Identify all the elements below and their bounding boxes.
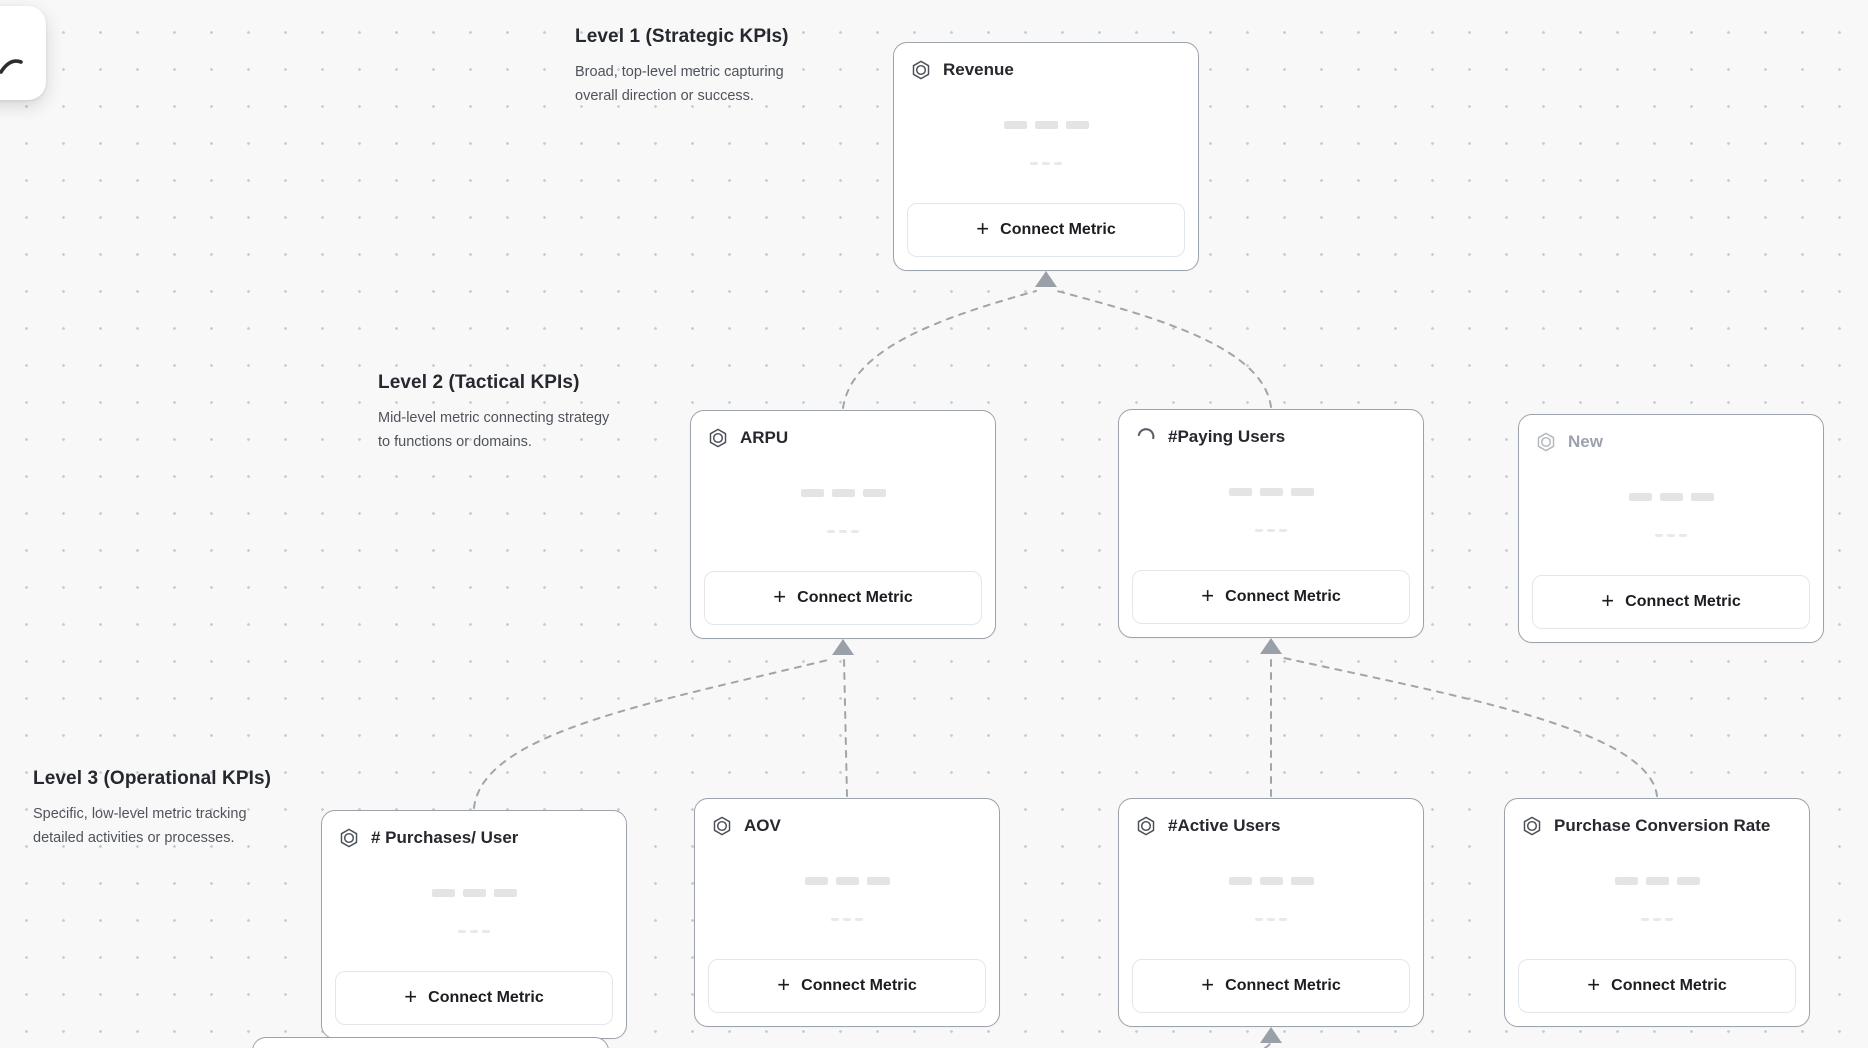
connect-metric-label: Connect Metric bbox=[801, 977, 917, 994]
arrowhead-paying-users bbox=[1260, 638, 1282, 654]
plus-icon: + bbox=[404, 984, 418, 1009]
connect-metric-label: Connect Metric bbox=[1625, 593, 1741, 610]
level-2-description: Mid-level metric connecting strategy to … bbox=[378, 410, 610, 450]
skeleton-placeholder bbox=[695, 877, 999, 885]
skeleton-placeholder bbox=[695, 918, 999, 921]
plus-icon: + bbox=[1601, 588, 1615, 613]
connect-metric-label: Connect Metric bbox=[797, 589, 913, 606]
metric-node-purchase-conversion-rate[interactable]: Purchase Conversion Rate + Connect Metri… bbox=[1504, 798, 1810, 1027]
skeleton-placeholder bbox=[1505, 877, 1809, 885]
node-title: Purchase Conversion Rate bbox=[1554, 816, 1771, 835]
metric-node-arpu[interactable]: ARPU + Connect Metric bbox=[690, 410, 996, 639]
metric-node-purchases-per-user[interactable]: # Purchases/ User + Connect Metric bbox=[321, 810, 627, 1039]
plus-icon: + bbox=[976, 216, 990, 241]
skeleton-placeholder bbox=[894, 162, 1198, 165]
skeleton-placeholder bbox=[1119, 918, 1423, 921]
connect-metric-label: Connect Metric bbox=[1225, 977, 1341, 994]
level-1-label: Level 1 (Strategic KPIs) Broad, top-leve… bbox=[575, 26, 825, 108]
plus-icon: + bbox=[773, 584, 787, 609]
skeleton-placeholder bbox=[1119, 877, 1423, 885]
skeleton-placeholder bbox=[691, 489, 995, 497]
skeleton-placeholder bbox=[691, 530, 995, 533]
connect-metric-button[interactable]: + Connect Metric bbox=[1132, 959, 1410, 1013]
skeleton-placeholder bbox=[1119, 488, 1423, 496]
level-2-title: Level 2 (Tactical KPIs) bbox=[378, 372, 580, 393]
metric-node-active-users[interactable]: #Active Users + Connect Metric bbox=[1118, 798, 1424, 1027]
connect-metric-button[interactable]: + Connect Metric bbox=[1132, 570, 1410, 624]
plus-icon: + bbox=[1587, 972, 1601, 997]
node-title: #Active Users bbox=[1168, 816, 1281, 835]
cursor-tool-icon bbox=[0, 59, 23, 74]
node-title: New bbox=[1568, 432, 1603, 451]
hexagon-metric-icon bbox=[338, 827, 360, 849]
plus-icon: + bbox=[777, 972, 791, 997]
metric-node-aov[interactable]: AOV + Connect Metric bbox=[694, 798, 1000, 1027]
metric-node-revenue[interactable]: Revenue + Connect Metric bbox=[893, 42, 1199, 271]
skeleton-placeholder bbox=[1519, 534, 1823, 537]
arrowhead-active-users bbox=[1260, 1027, 1282, 1043]
skeleton-placeholder bbox=[1519, 493, 1823, 501]
arrowhead-arpu bbox=[832, 639, 854, 655]
wire-stub-below-active bbox=[1264, 1039, 1272, 1048]
wire-pcr-paying bbox=[1283, 657, 1658, 797]
skeleton-placeholder bbox=[1119, 529, 1423, 532]
skeleton-placeholder bbox=[1505, 918, 1809, 921]
wire-arpu-revenue bbox=[842, 290, 1037, 409]
plus-icon: + bbox=[1201, 583, 1215, 608]
skeleton-placeholder bbox=[322, 930, 626, 933]
connect-metric-button[interactable]: + Connect Metric bbox=[704, 571, 982, 625]
hexagon-metric-icon bbox=[910, 59, 932, 81]
level-1-title: Level 1 (Strategic KPIs) bbox=[575, 26, 789, 47]
node-title: # Purchases/ User bbox=[371, 828, 519, 847]
hexagon-metric-icon bbox=[707, 427, 729, 449]
wire-purchases-arpu bbox=[473, 658, 833, 809]
level-3-description: Specific, low-level metric tracking deta… bbox=[33, 806, 247, 846]
level-1-description: Broad, top-level metric capturing overal… bbox=[575, 64, 784, 104]
connect-metric-label: Connect Metric bbox=[1611, 977, 1727, 994]
hexagon-metric-icon bbox=[1535, 431, 1557, 453]
level-2-label: Level 2 (Tactical KPIs) Mid-level metric… bbox=[378, 372, 628, 454]
wire-paying-revenue bbox=[1056, 290, 1272, 408]
skeleton-placeholder bbox=[322, 889, 626, 897]
level-3-title: Level 3 (Operational KPIs) bbox=[33, 768, 272, 789]
arrowhead-revenue bbox=[1035, 271, 1057, 287]
node-title: AOV bbox=[744, 816, 781, 835]
spinner-icon bbox=[1135, 426, 1157, 448]
connect-metric-button[interactable]: + Connect Metric bbox=[907, 203, 1185, 257]
connect-metric-button[interactable]: + Connect Metric bbox=[708, 959, 986, 1013]
skeleton-placeholder bbox=[894, 121, 1198, 129]
metric-node-new[interactable]: New + Connect Metric bbox=[1518, 414, 1824, 643]
hexagon-metric-icon bbox=[711, 815, 733, 837]
connect-metric-label: Connect Metric bbox=[428, 989, 544, 1006]
toolbar-chip[interactable] bbox=[0, 6, 46, 100]
metric-node-paying-users[interactable]: #Paying Users + Connect Metric bbox=[1118, 409, 1424, 638]
hexagon-metric-icon bbox=[1521, 815, 1543, 837]
hexagon-metric-icon bbox=[1135, 815, 1157, 837]
connect-metric-button[interactable]: + Connect Metric bbox=[1532, 575, 1810, 629]
connect-metric-button[interactable]: + Connect Metric bbox=[1518, 959, 1796, 1013]
node-title: #Paying Users bbox=[1168, 427, 1286, 446]
wire-aov-arpu bbox=[843, 657, 848, 797]
connect-metric-label: Connect Metric bbox=[1225, 588, 1341, 605]
node-title: Revenue bbox=[943, 60, 1014, 79]
plus-icon: + bbox=[1201, 972, 1215, 997]
connect-metric-button[interactable]: + Connect Metric bbox=[335, 971, 613, 1025]
level-3-label: Level 3 (Operational KPIs) Specific, low… bbox=[33, 768, 283, 850]
node-title: ARPU bbox=[740, 428, 789, 447]
metric-node-clipped-bottom[interactable] bbox=[252, 1037, 609, 1048]
connect-metric-label: Connect Metric bbox=[1000, 221, 1116, 238]
